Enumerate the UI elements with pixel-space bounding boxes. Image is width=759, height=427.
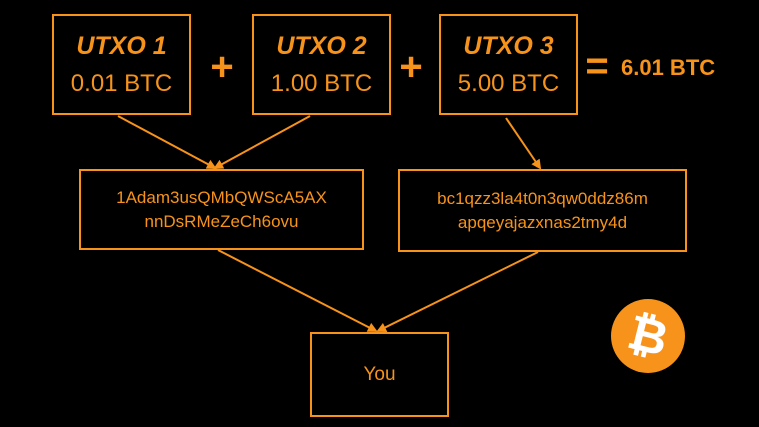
address-1-line-2: nnDsRMeZeCh6ovu [144, 211, 299, 231]
arrow-utxo3-to-address2 [505, 117, 542, 170]
utxo-3-amount: 5.00 BTC [457, 69, 560, 97]
utxo-1-title: UTXO 1 [76, 31, 167, 60]
address-2-line-2: apqeyajazxnas2tmy4d [457, 212, 628, 232]
address-1-box: 1Adam3usQMbQWScA5AX nnDsRMeZeCh6ovu [79, 169, 364, 250]
plus-sign-2: + [399, 45, 423, 89]
utxo-2-box: UTXO 2 1.00 BTC [252, 14, 391, 115]
total-amount: 6.01 BTC [621, 55, 716, 80]
arrow-address1-to-you [217, 249, 378, 332]
recipient-box: You [310, 332, 449, 417]
bitcoin-logo-icon: ₿ [611, 299, 685, 373]
utxo-3-box: UTXO 3 5.00 BTC [439, 14, 578, 115]
utxo-2-amount: 1.00 BTC [270, 69, 373, 97]
address-2-line-1: bc1qzz3la4t0n3qw0ddz86m [437, 188, 648, 208]
plus-sign-1: + [210, 45, 234, 89]
address-1-line-1: 1Adam3usQMbQWScA5AX [116, 187, 327, 207]
arrow-utxo2-to-address1 [213, 115, 311, 169]
arrow-utxo1-to-address1 [117, 115, 217, 169]
utxo-2-title: UTXO 2 [276, 31, 367, 60]
utxo-1-amount: 0.01 BTC [70, 69, 173, 97]
arrow-address2-to-you [376, 251, 539, 332]
address-2-box: bc1qzz3la4t0n3qw0ddz86m apqeyajazxnas2tm… [398, 169, 687, 252]
utxo-3-title: UTXO 3 [463, 31, 554, 60]
equals-sign: = [585, 44, 609, 88]
utxo-1-box: UTXO 1 0.01 BTC [52, 14, 191, 115]
recipient-label: You [363, 363, 396, 385]
